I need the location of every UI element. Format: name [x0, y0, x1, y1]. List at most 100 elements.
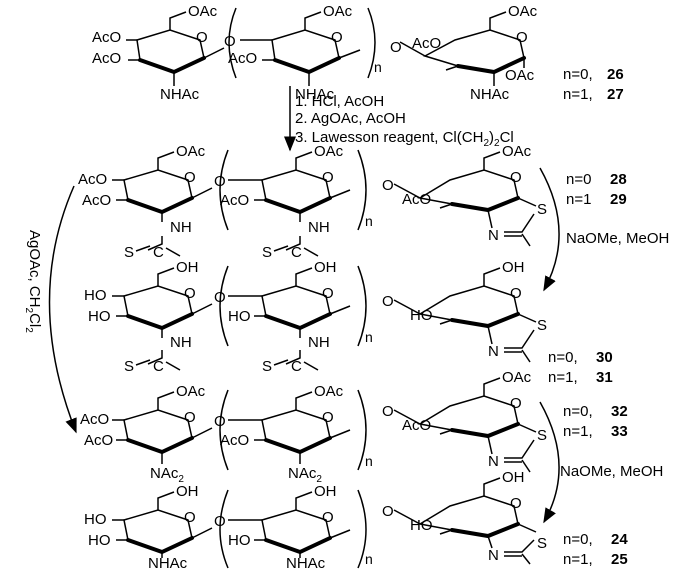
reagent-side: AgOAc, CH2Cl2 [23, 230, 43, 333]
ring-oxygen-label: O [184, 285, 196, 302]
nhac-label: NHAc [160, 86, 200, 103]
ring-oxygen-label: O [510, 395, 522, 412]
right-paren [367, 7, 376, 79]
sugar-ring [112, 491, 213, 558]
compound-29-id: 29 [610, 191, 627, 208]
oac-label: OAc [176, 143, 206, 160]
aco-label: AcO [220, 432, 249, 449]
oac-label: OAc [314, 383, 344, 400]
aco-label: AcO [80, 411, 109, 428]
ring-oxygen-label: O [331, 29, 343, 46]
repeat-n: n [365, 453, 373, 469]
aco-label: AcO [92, 50, 121, 67]
compound-26-id: 26 [607, 66, 624, 83]
right-paren [357, 149, 367, 231]
compound-25-n: n=1, [563, 551, 593, 568]
ring-oxygen-label: O [510, 169, 522, 186]
glycosidic-oxygen-label: O [390, 39, 402, 56]
oac-label: OAc [188, 3, 218, 20]
oac-label: OAc [176, 383, 206, 400]
compound-26-n: n=0, [563, 66, 593, 83]
reagent-step-2: 2. AgOAc, AcOH [295, 110, 406, 127]
glycosidic-oxygen-label: O [214, 513, 226, 530]
compound-32-n: n=0, [563, 403, 593, 420]
compound-27-n: n=1, [563, 86, 593, 103]
thio-s-label: S [124, 244, 134, 261]
glycosidic-oxygen-label: O [382, 503, 394, 520]
ring-oxygen-label: O [510, 285, 522, 302]
aco-label: AcO [84, 432, 113, 449]
compound-32-id: 32 [611, 403, 628, 420]
thiazoline-ring [393, 151, 537, 247]
sugar-ring [399, 11, 526, 86]
left-paren [219, 265, 229, 347]
sugar-ring [240, 11, 361, 86]
ho-label: HO [88, 308, 111, 325]
sugar-ring [228, 391, 351, 464]
thio-c-label: C [291, 358, 302, 375]
ring-oxygen-label: O [322, 409, 334, 426]
reaction-arrow-curved [539, 167, 560, 292]
left-paren [219, 149, 229, 231]
nh-label: NH [308, 334, 330, 351]
ho-label: HO [84, 511, 107, 528]
oh-label: OH [502, 469, 525, 486]
ring-oxygen-label: O [510, 495, 522, 512]
nhac-label: NHAc [148, 555, 188, 570]
aco-label: AcO [402, 417, 431, 434]
right-paren [357, 489, 367, 569]
nh-label: NH [170, 219, 192, 236]
ring-oxygen-label: O [322, 509, 334, 526]
thiazoline-n-label: N [488, 547, 499, 564]
glycosidic-oxygen-label: O [382, 293, 394, 310]
row-compound-28-29: OAc AcO AcO O NH S C O OAc AcO O NH S C … [78, 143, 627, 261]
aco-label: AcO [220, 192, 249, 209]
ho-label: HO [228, 532, 251, 549]
ring-oxygen-label: O [196, 29, 208, 46]
repeat-n: n [365, 213, 373, 229]
thio-c-label: C [153, 244, 164, 261]
oac-label: OAc [505, 67, 535, 84]
nhac-label: NHAc [286, 555, 326, 570]
reagent-naome-1: NaOMe, MeOH [566, 230, 669, 247]
row-compound-30-31: OH HO HO O NH S C O OH HO O NH S C n O [84, 259, 613, 386]
oac-label: OAc [508, 3, 538, 20]
glycosidic-oxygen-label: O [382, 403, 394, 420]
ho-label: HO [84, 287, 107, 304]
reagent-step-3: 3. Lawesson reagent, Cl(CH2)2Cl [295, 129, 514, 149]
nhac-label: NHAc [295, 86, 335, 103]
sugar-ring [112, 151, 213, 257]
oh-label: OH [314, 259, 337, 276]
glycosidic-oxygen-label: O [224, 33, 236, 50]
ring-oxygen-label: O [184, 509, 196, 526]
ho-label: HO [410, 517, 433, 534]
ho-label: HO [410, 307, 433, 324]
compound-28-id: 28 [610, 171, 627, 188]
glycosidic-oxygen-label: O [214, 289, 226, 306]
aco-label: AcO [82, 192, 111, 209]
oh-label: OH [176, 483, 199, 500]
thio-c-label: C [291, 244, 302, 261]
oh-label: OH [176, 259, 199, 276]
compound-30-id: 30 [596, 349, 613, 366]
row-compound-26-27: OAc AcO AcO O NHAc O OAc AcO O NHAc n O [92, 3, 624, 103]
aco-label: AcO [402, 191, 431, 208]
left-paren [219, 489, 229, 569]
compound-33-id: 33 [611, 423, 628, 440]
ring-oxygen-label: O [516, 29, 528, 46]
thiazoline-ring [393, 377, 537, 473]
left-paren [219, 389, 229, 471]
thiazoline-n-label: N [488, 343, 499, 360]
compound-24-id: 24 [611, 531, 628, 548]
sugar-ring [228, 491, 351, 558]
thio-s-label: S [124, 358, 134, 375]
glycosidic-oxygen-label: O [214, 173, 226, 190]
thiazoline-n-label: N [488, 453, 499, 470]
compound-33-n: n=1, [563, 423, 593, 440]
aco-label: AcO [92, 29, 121, 46]
thiazoline-s-label: S [537, 427, 547, 444]
compound-29-n: n=1 [566, 191, 591, 208]
nh-label: NH [308, 219, 330, 236]
ring-oxygen-label: O [322, 169, 334, 186]
